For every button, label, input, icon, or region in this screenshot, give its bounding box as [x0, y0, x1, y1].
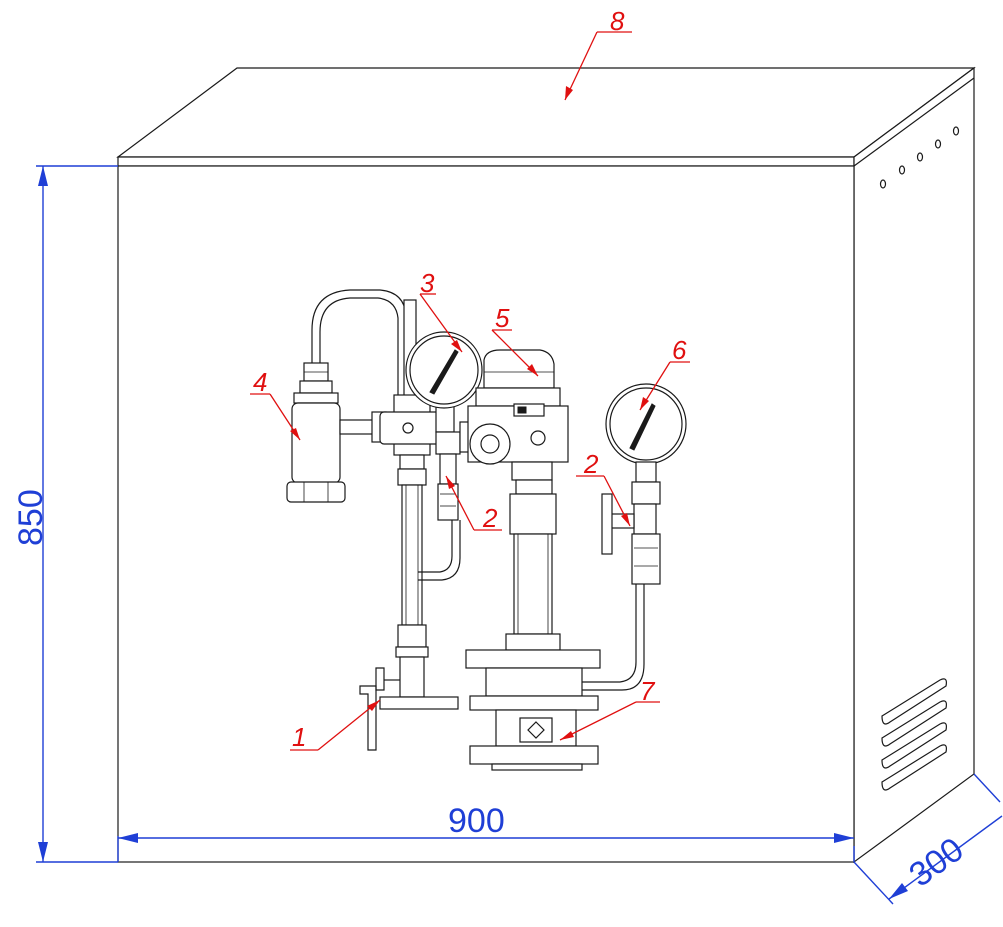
callouts: 8 3 5 4 6 2 2 7: [250, 6, 690, 752]
impulse-tube-right: [582, 584, 637, 683]
valve-column: [465, 493, 601, 697]
height-dimension: 850: [12, 489, 50, 546]
filter-4: [286, 362, 387, 503]
regulator-5: [467, 349, 569, 495]
callout-5: 5: [495, 303, 510, 333]
cabinet-top-face: [116, 67, 976, 158]
callout-1: 1: [292, 722, 306, 752]
equipment: [286, 289, 687, 771]
side-louvers: [881, 678, 947, 791]
valve-body-7: [469, 695, 599, 771]
dimensions: 850 900 300: [12, 165, 1003, 905]
base-1: [359, 667, 459, 751]
pressure-gauge-6: [601, 383, 687, 585]
vent-holes: [879, 126, 960, 189]
callout-2-right: 2: [583, 449, 599, 479]
callout-6: 6: [672, 335, 687, 365]
depth-dimension: 300: [902, 830, 970, 894]
width-dimension: 900: [448, 802, 505, 840]
vertical-column: [379, 299, 441, 698]
callout-2-left: 2: [482, 503, 498, 533]
callout-3: 3: [420, 268, 435, 298]
cabinet-side-face: [853, 66, 975, 864]
impulse-tube-bottom: [418, 520, 453, 573]
callout-7: 7: [640, 676, 656, 706]
callout-8: 8: [610, 6, 625, 36]
callout-4: 4: [253, 367, 267, 397]
cabinet-front-lip: [117, 156, 855, 167]
